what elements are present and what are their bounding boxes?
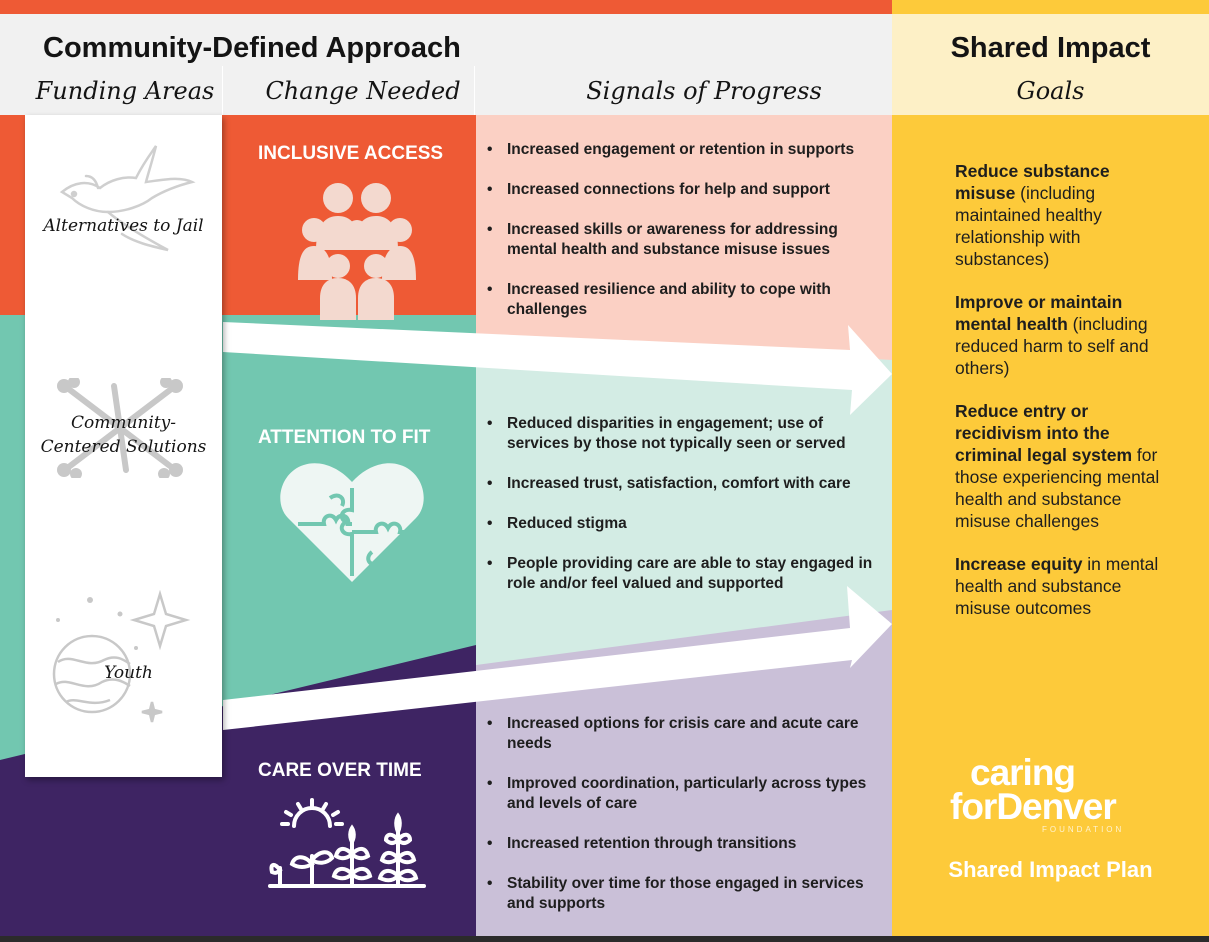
top-accent-bar (0, 0, 892, 14)
people-group-icon (298, 183, 416, 320)
change-title-care-over-time: CARE OVER TIME (258, 760, 422, 781)
caring-for-denver-logo: caring forDenver FOUNDATION (950, 752, 1160, 834)
signal-item: Reduced stigma (487, 514, 882, 534)
header-divider (474, 66, 475, 115)
signal-item: Reduced disparities in engagement; use o… (487, 414, 882, 454)
funding-area-label: Community-Centered Solutions (40, 413, 207, 457)
header-divider (222, 66, 223, 115)
goal-item: Improve or maintain mental health (inclu… (955, 292, 1149, 378)
bottom-strip (0, 936, 1209, 942)
dove-icon (59, 145, 196, 252)
signal-item: Stability over time for those engaged in… (487, 874, 877, 914)
bone-cross-icon (57, 378, 183, 478)
logo-foundation: FOUNDATION (1042, 825, 1125, 834)
column-header-goals: Goals (1016, 77, 1085, 105)
column-header-change-needed: Change Needed (265, 77, 461, 105)
logo-line1: caring (970, 752, 1076, 793)
change-title-attention-to-fit: ATTENTION TO FIT (258, 427, 431, 448)
signal-item: Increased options for crisis care and ac… (487, 714, 877, 754)
upper-arrow (223, 322, 892, 415)
goals-list: Reduce substance misuse (including maint… (955, 160, 1160, 640)
sprouts-sun-icon (268, 798, 426, 888)
goal-item: Increase equity in mental health and sub… (955, 554, 1159, 618)
signal-item: Increased engagement or retention in sup… (487, 140, 872, 160)
logo-for: for (950, 786, 997, 827)
signal-item: People providing care are able to stay e… (487, 554, 882, 594)
change-title-inclusive-access: INCLUSIVE ACCESS (258, 143, 444, 164)
signal-item: Increased retention through transitions (487, 834, 877, 854)
signals-list-care-over-time: Increased options for crisis care and ac… (487, 714, 877, 934)
planet-stars-icon (52, 590, 191, 723)
signal-item: Increased resilience and ability to cope… (487, 280, 872, 320)
column-header-funding-areas: Funding Areas (35, 77, 215, 105)
header-band (0, 14, 892, 115)
signals-list-inclusive-access: Increased engagement or retention in sup… (487, 140, 872, 340)
signal-item: Increased connections for help and suppo… (487, 180, 872, 200)
goals-column-bg (892, 115, 1209, 936)
plan-title: Shared Impact Plan (948, 857, 1153, 882)
column-header-signals: Signals of Progress (586, 77, 822, 105)
funding-area-label: Youth (104, 663, 153, 683)
band-care-over-time (0, 645, 476, 936)
signals-bg-care (476, 610, 892, 936)
signals-list-attention-to-fit: Reduced disparities in engagement; use o… (487, 414, 882, 614)
logo-line2: forDenver (950, 788, 1160, 825)
goal-item: Reduce substance misuse (including maint… (955, 161, 1110, 269)
goal-item: Reduce entry or recidivism into the crim… (955, 401, 1160, 531)
logo-denver: Denver (996, 786, 1116, 827)
impact-title: Shared Impact (950, 32, 1151, 64)
lower-arrow (223, 586, 892, 730)
signal-item: Increased trust, satisfaction, comfort w… (487, 474, 882, 494)
puzzle-heart-icon (280, 463, 424, 582)
signal-item: Increased skills or awareness for addres… (487, 220, 872, 260)
goals-header-band (892, 14, 1209, 115)
signal-item: Improved coordination, particularly acro… (487, 774, 877, 814)
approach-title: Community-Defined Approach (43, 32, 461, 64)
top-accent-bar-goals (892, 0, 1209, 14)
funding-area-label: Alternatives to Jail (43, 216, 204, 236)
